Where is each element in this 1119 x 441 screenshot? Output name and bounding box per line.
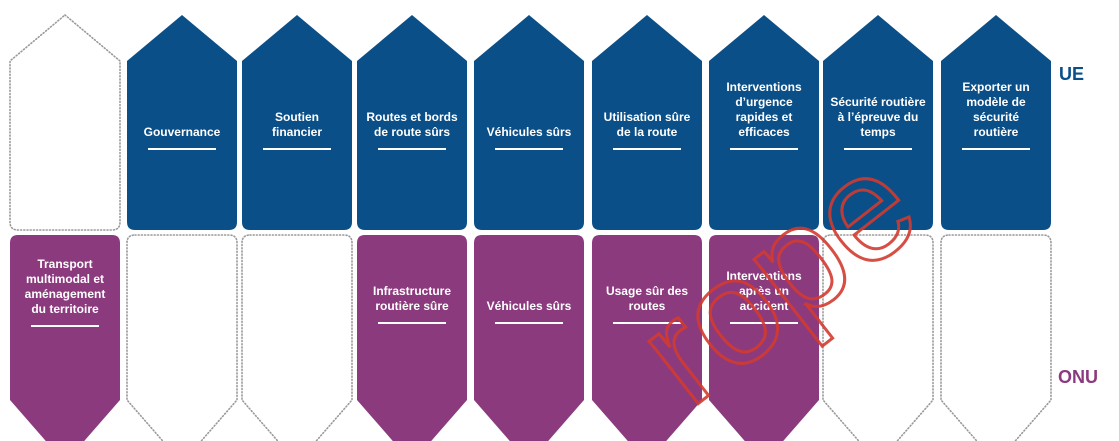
bottom-pillar-shape — [10, 235, 120, 441]
pillar-title-line: Usage sûr des — [605, 284, 689, 298]
bottom-pillar-5: Véhicules sûrs — [473, 234, 585, 441]
pillar-title-line: sécurité — [972, 110, 1020, 124]
pillar-title-line: Soutien — [275, 110, 319, 124]
pillar-title-line: Véhicules sûrs — [486, 299, 572, 313]
top-pillar-title: Véhicules sûrs — [479, 125, 579, 140]
pillar-title-line: d’urgence — [735, 95, 793, 109]
pillar-title-line: aménagement — [24, 287, 106, 301]
top-pillar-shape — [127, 15, 237, 230]
top-pillar-shape — [9, 13, 121, 231]
pillar-divider — [148, 148, 216, 150]
bottom-pillar-8 — [822, 234, 934, 441]
bottom-pillar-2 — [126, 234, 238, 441]
pillar-divider — [495, 322, 563, 324]
top-pillar-shape — [242, 15, 352, 230]
un-label: ONU — [1058, 367, 1098, 387]
pillar-title-line: financier — [271, 125, 322, 139]
pillar-title-line: Interventions — [726, 269, 802, 283]
top-pillar-shape — [709, 15, 819, 230]
pillar-title-line: de la route — [616, 125, 678, 139]
pillar-divider — [31, 325, 99, 327]
pillar-title-line: Routes et bords — [366, 110, 458, 124]
pillar-title-line: modèle de — [966, 95, 1026, 109]
pillar-title-line: Utilisation sûre — [603, 110, 691, 124]
top-pillar-2: Gouvernance — [126, 14, 238, 231]
pillar-divider — [495, 148, 563, 150]
pillar-title-line: Exporter un — [962, 80, 1030, 94]
pillar-title-line: Véhicules sûrs — [486, 125, 572, 139]
pillar-title-line: à l’épreuve du — [837, 110, 919, 124]
pillar-title-line: du territoire — [31, 302, 99, 316]
pillar-divider — [613, 322, 681, 324]
pillar-title-line: accident — [739, 299, 789, 313]
pillar-title-line: Infrastructure — [372, 284, 452, 298]
top-pillar-1 — [9, 13, 121, 231]
pillar-title-line: de route sûrs — [373, 125, 451, 139]
top-pillar-5: Véhicules sûrs — [473, 14, 585, 231]
pillar-divider — [613, 148, 681, 150]
pillar-title-line: multimodal et — [25, 272, 104, 286]
top-pillar-shape — [823, 15, 933, 230]
top-pillar-shape — [474, 15, 584, 230]
eu-label: UE — [1059, 64, 1085, 84]
bottom-pillar-shape — [822, 234, 934, 441]
pillar-title-line: Sécurité routière — [830, 95, 926, 109]
pillar-divider — [730, 322, 798, 324]
pillar-title-line: routière sûre — [375, 299, 449, 313]
bottom-pillar-shape — [357, 235, 467, 441]
pillar-title-line: temps — [860, 125, 896, 139]
pillar-title-line: rapides et — [735, 110, 793, 124]
pillar-title-line: après un — [738, 284, 789, 298]
pillar-title-line: Interventions — [726, 80, 802, 94]
pillar-title-line: Gouvernance — [143, 125, 221, 139]
pillar-title-line: efficaces — [738, 125, 790, 139]
pillar-title-line: routes — [628, 299, 666, 313]
pillar-divider — [263, 148, 331, 150]
top-pillar-title: Gouvernance — [132, 125, 232, 140]
pillar-divider — [378, 322, 446, 324]
bottom-pillar-shape — [241, 234, 353, 441]
top-pillar-shape — [592, 15, 702, 230]
pillar-divider — [378, 148, 446, 150]
pillar-title-line: routière — [973, 125, 1019, 139]
pillar-divider — [844, 148, 912, 150]
pillar-title-line: Transport — [37, 257, 93, 271]
pillar-divider — [730, 148, 798, 150]
pillar-divider — [962, 148, 1030, 150]
bottom-pillar-title: Véhicules sûrs — [479, 299, 579, 314]
top-pillar-shape — [357, 15, 467, 230]
top-pillar-shape — [941, 15, 1051, 230]
bottom-pillar-shape — [940, 234, 1052, 441]
bottom-pillar-9 — [940, 234, 1052, 441]
bottom-pillar-3 — [241, 234, 353, 441]
bottom-pillar-shape — [709, 235, 819, 441]
bottom-pillar-shape — [592, 235, 702, 441]
bottom-pillar-shape — [126, 234, 238, 441]
bottom-pillar-shape — [474, 235, 584, 441]
